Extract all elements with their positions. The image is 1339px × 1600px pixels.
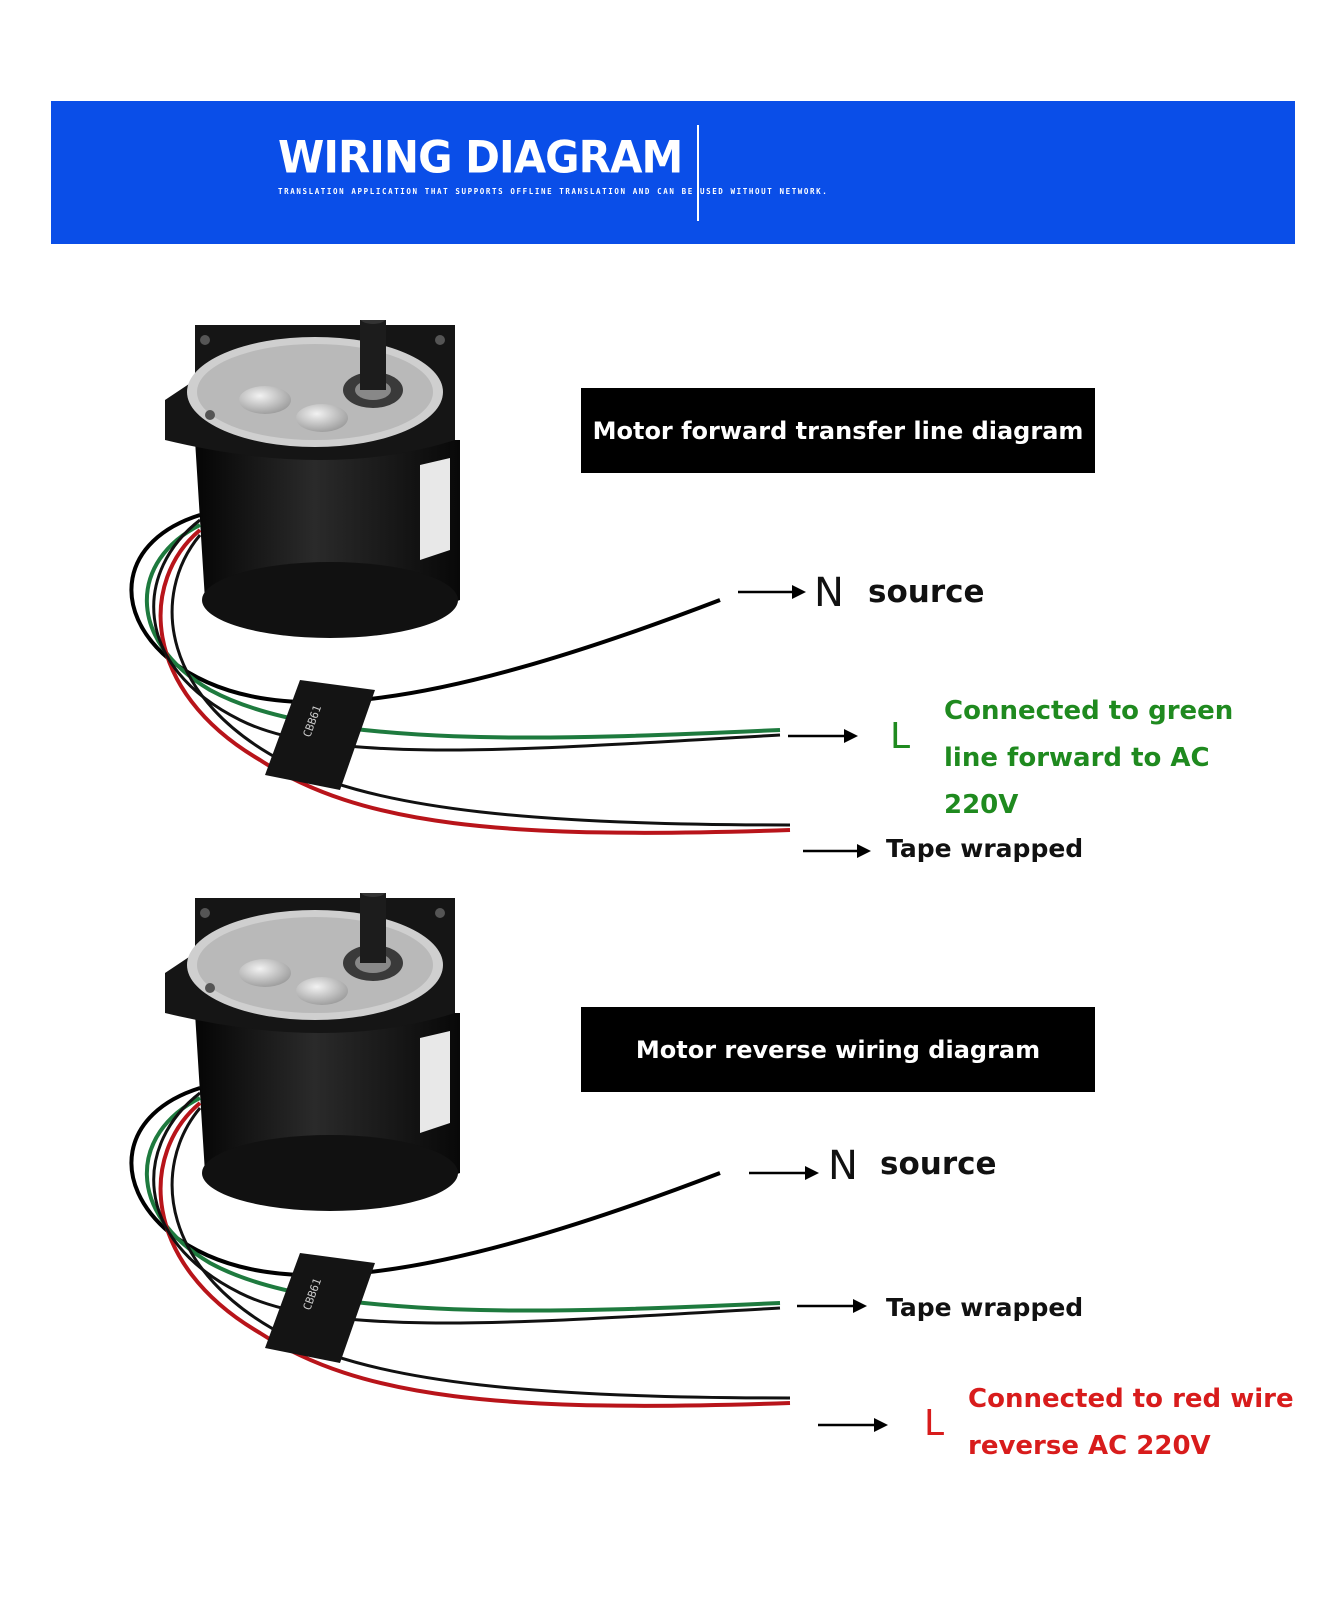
reverse-l-letter: L [924, 1403, 945, 1444]
forward-l-letter: L [890, 716, 911, 757]
motor-reverse-illustration: CBB61 [129, 893, 791, 1408]
motor-forward-illustration: CBB61 [129, 320, 791, 835]
arrow-right-icon [738, 585, 806, 599]
forward-n-letter: N [814, 570, 844, 616]
forward-l-description: Connected to green line forward to AC 22… [944, 696, 1234, 820]
arrow-right-icon [788, 729, 858, 743]
banner-divider [697, 125, 699, 221]
banner-subtitle: TRANSLATION APPLICATION THAT SUPPORTS OF… [278, 187, 829, 196]
reverse-tape-wrapped: Tape wrapped [886, 1293, 1084, 1322]
forward-tape-wrapped: Tape wrapped [886, 834, 1084, 863]
reverse-n-letter: N [828, 1143, 858, 1189]
arrow-right-icon [803, 844, 871, 858]
reverse-diagram-label: Motor reverse wiring diagram [581, 1007, 1095, 1092]
header-banner: WIRING DIAGRAM TRANSLATION APPLICATION T… [51, 101, 1295, 244]
arrow-right-icon [818, 1418, 888, 1432]
reverse-l-description: Connected to red wire reverse AC 220V [968, 1384, 1294, 1461]
reverse-n-source: source [880, 1146, 997, 1182]
forward-diagram-label: Motor forward transfer line diagram [581, 388, 1095, 473]
arrow-right-icon [797, 1299, 867, 1313]
arrow-right-icon [749, 1166, 819, 1180]
forward-n-source: source [868, 574, 985, 610]
banner-title: WIRING DIAGRAM [278, 131, 683, 184]
